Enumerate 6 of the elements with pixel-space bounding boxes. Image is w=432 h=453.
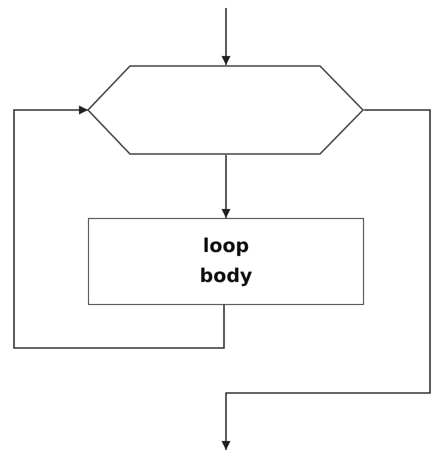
arrow xyxy=(222,109,431,450)
box-label: loop body xyxy=(198,234,254,288)
arrow xyxy=(13,106,225,349)
arrow xyxy=(222,155,230,218)
process-box xyxy=(88,218,364,305)
arrow xyxy=(222,8,230,65)
